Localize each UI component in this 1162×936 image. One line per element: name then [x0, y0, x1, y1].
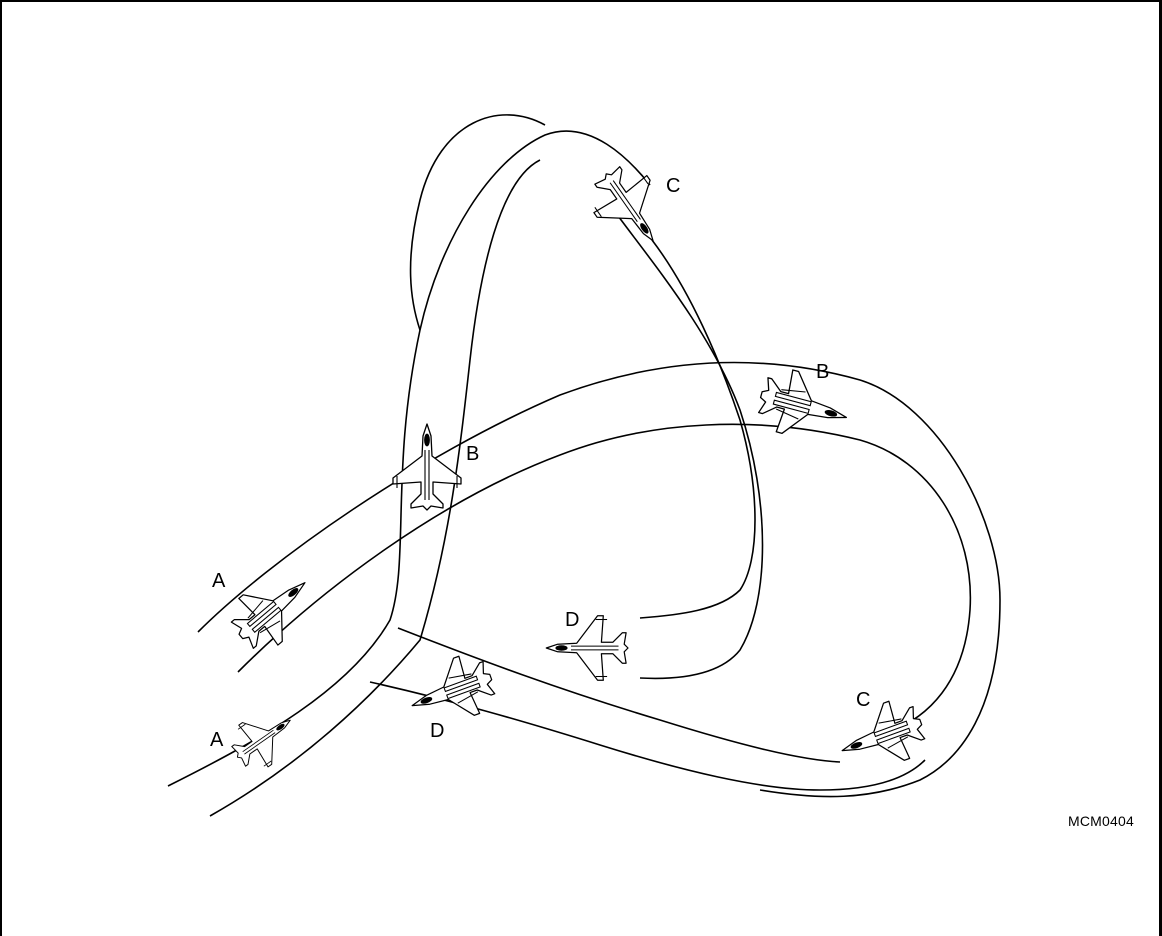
fighter-jet-icon — [545, 615, 629, 681]
flight-paths — [167, 114, 1001, 817]
label-d1: D — [565, 609, 579, 631]
aircraft-a1 — [220, 558, 326, 661]
aircraft-c1 — [579, 154, 681, 260]
fighter-jet-icon — [222, 698, 306, 779]
label-b1: B — [466, 443, 479, 465]
label-a1: A — [212, 570, 226, 592]
fighter-jet-icon — [220, 558, 326, 661]
path-c-loop-outer — [639, 239, 756, 619]
path-c-loop-inner — [409, 114, 546, 331]
label-c2: C — [856, 689, 870, 711]
path-a1-track-inner — [237, 423, 972, 736]
fighter-jet-icon — [831, 692, 932, 780]
label-b2: B — [816, 361, 829, 383]
label-c1: C — [666, 175, 680, 197]
aircraft-d1 — [545, 615, 629, 681]
path-d-track-outer — [397, 627, 841, 763]
path-a2-track-outer — [167, 130, 651, 787]
path-a2-track-inner — [209, 159, 541, 817]
aircraft-c2 — [831, 692, 932, 780]
aircraft-a2 — [222, 698, 306, 779]
fighter-jet-icon — [579, 154, 681, 260]
path-a1-track-outer — [197, 361, 1001, 798]
label-d2: D — [430, 720, 444, 742]
figure-id: MCM0404 — [1068, 813, 1134, 829]
path-c-drop — [609, 204, 764, 680]
label-a2: A — [210, 729, 224, 751]
